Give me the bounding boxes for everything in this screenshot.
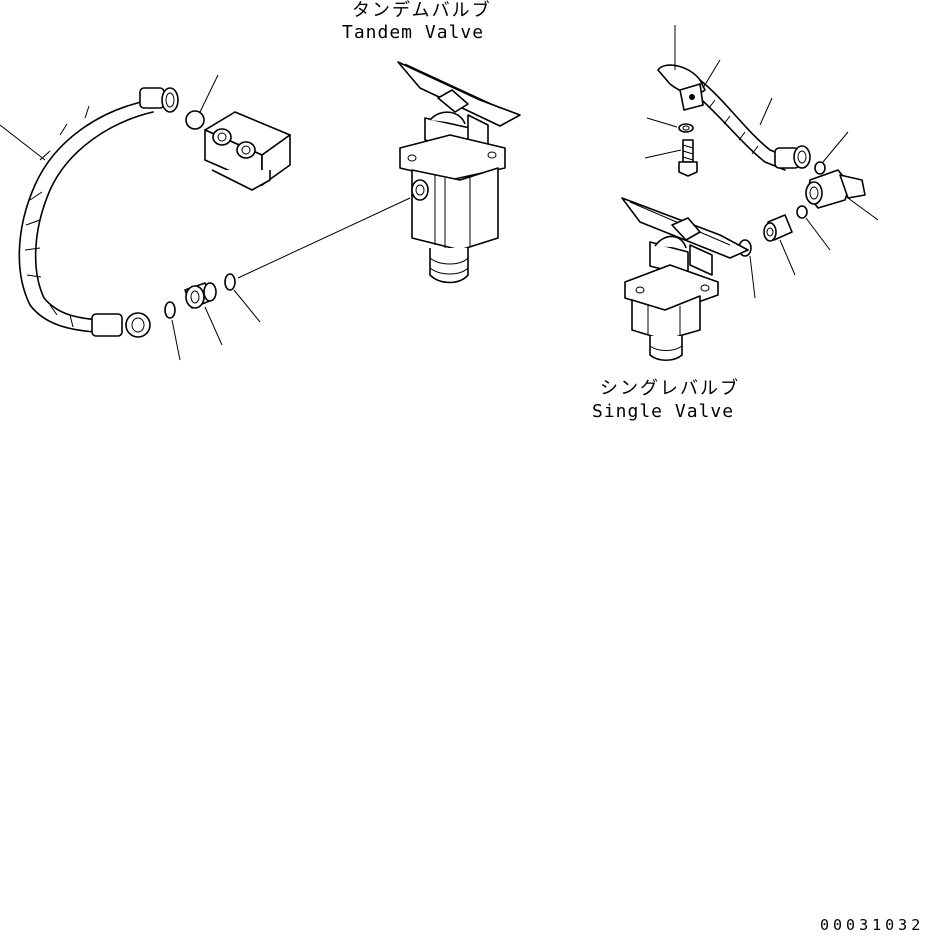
single-valve-label-en: Single Valve [592,401,735,422]
junction-block [204,111,291,191]
hose-left [0,87,179,338]
right-fittings [738,131,879,299]
single-valve [621,197,749,362]
hose-right [644,25,811,177]
single-valve-label-jp: シングレバルブ [600,378,740,399]
tandem-valve-label-en: Tandem Valve [342,22,485,43]
tandem-valve-label-jp: タンデムバルブ [352,0,492,21]
drawing-code: 00031032 [820,916,925,934]
tandem-valve [397,61,521,284]
left-fittings [164,74,411,361]
